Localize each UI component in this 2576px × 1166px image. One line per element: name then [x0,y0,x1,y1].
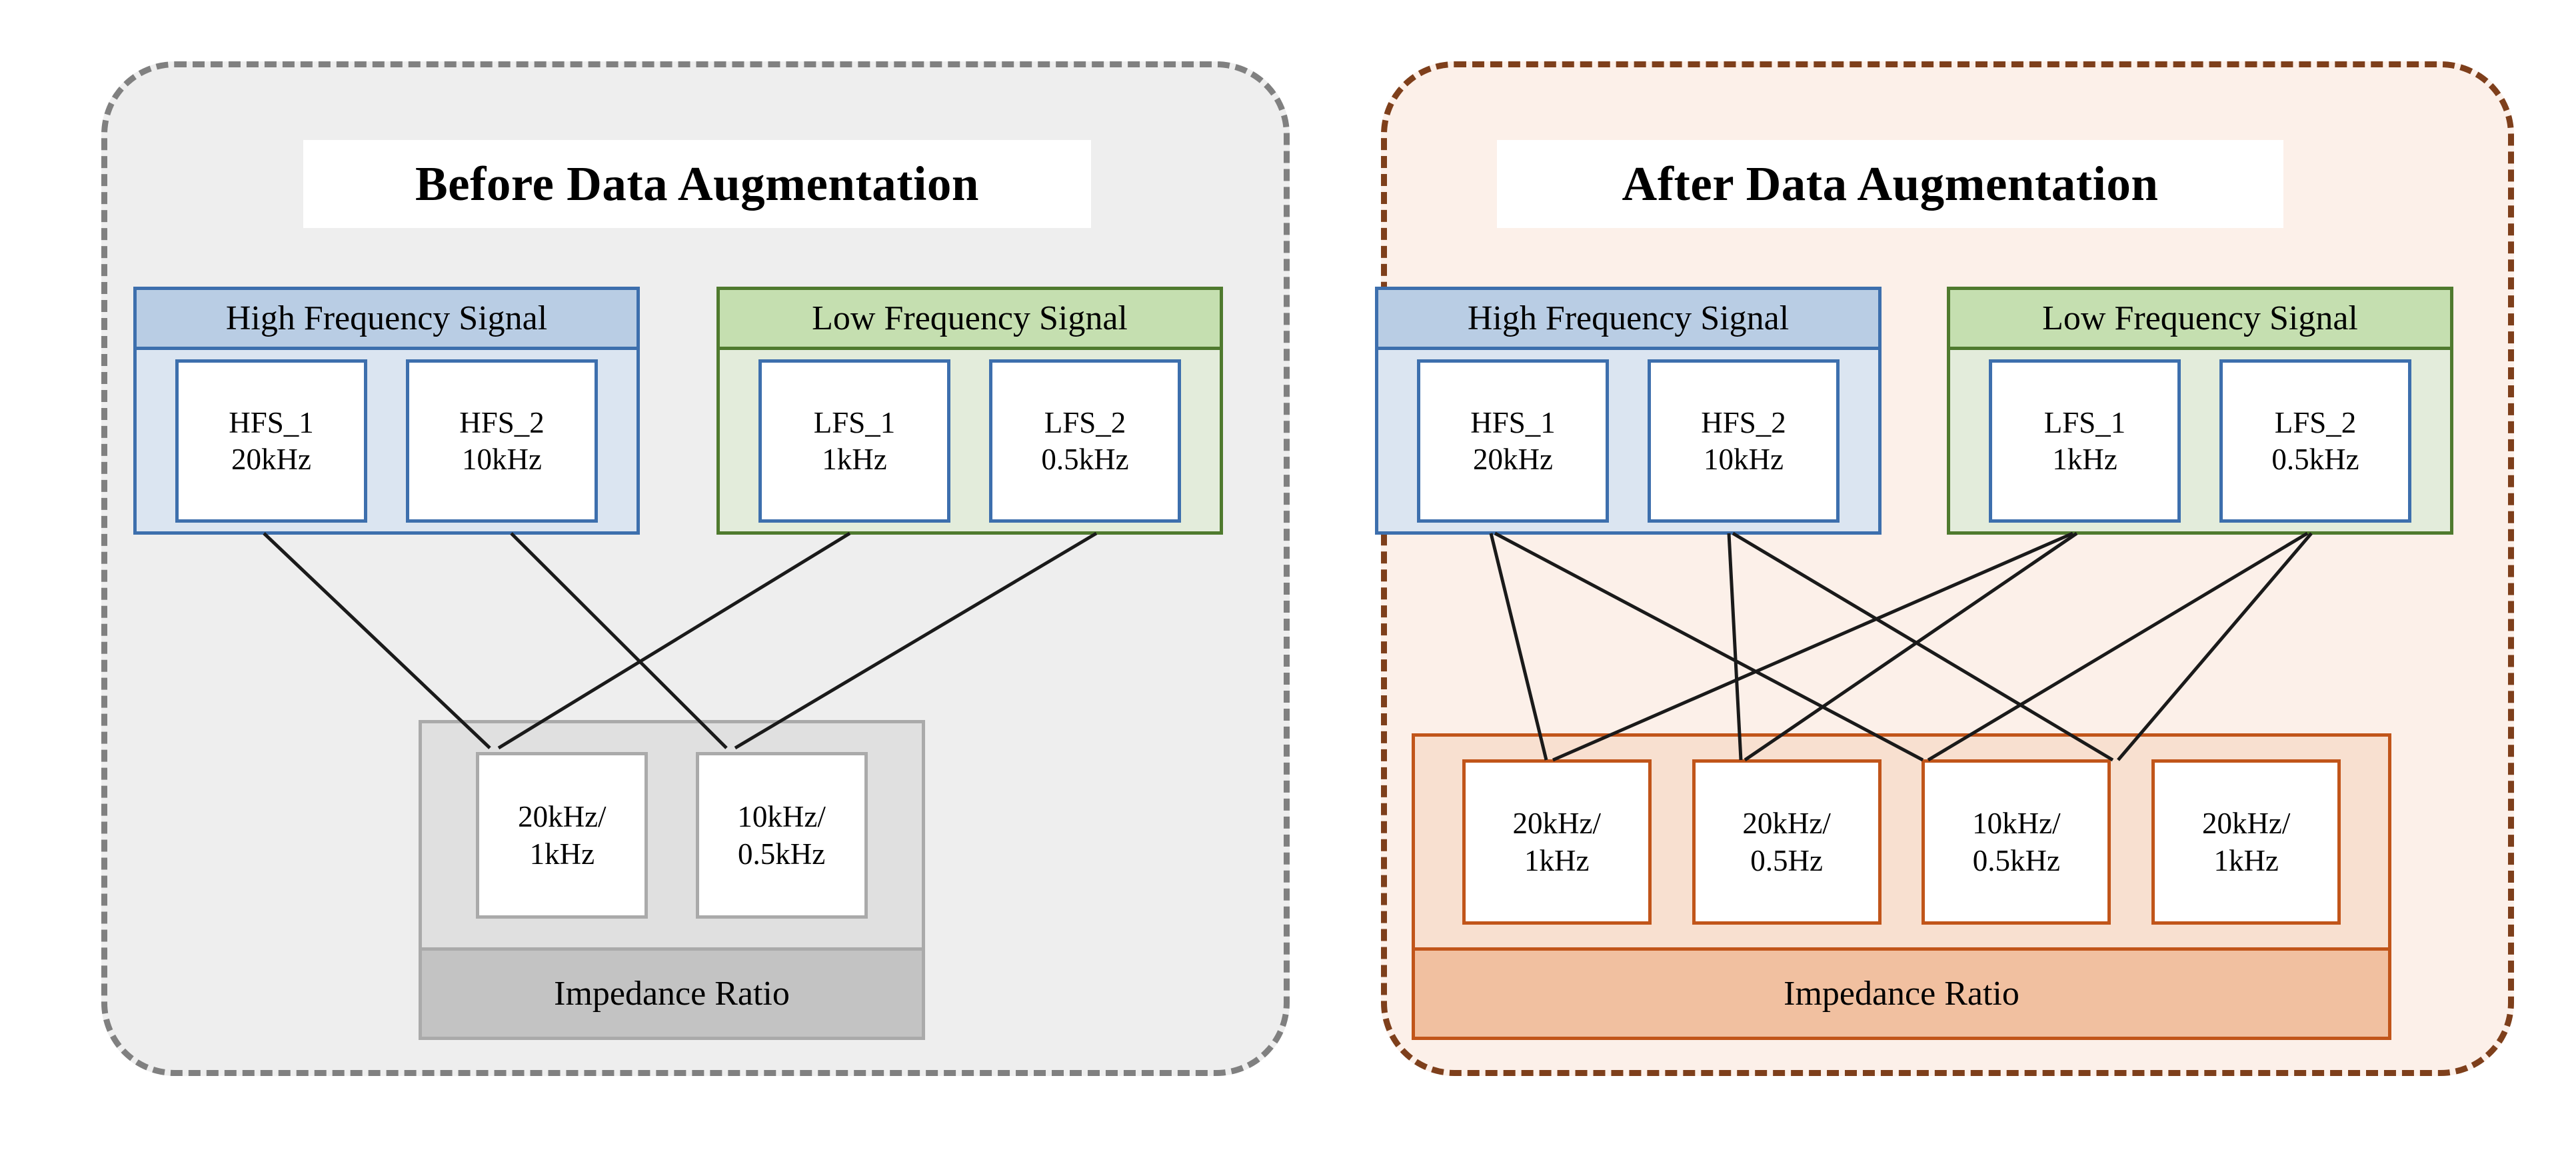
signal-card-lfs-2: LFS_2 0.5kHz [989,359,1181,523]
impedance-ratio-container-before: 20kHz/ 1kHz 10kHz/ 0.5kHz Impedance Rati… [419,720,925,1040]
ratio-denominator: 0.5Hz [1750,844,1823,877]
group-header-label: Low Frequency Signal [1950,290,2450,350]
impedance-ratio-cards: 20kHz/ 1kHz 10kHz/ 0.5kHz [422,723,922,947]
signal-value: 1kHz [822,442,887,476]
group-items: LFS_1 1kHz LFS_2 0.5kHz [1950,350,2450,531]
ratio-numerator: 20kHz/ [1512,806,1602,840]
signal-name: HFS_2 [1701,405,1786,439]
ratio-card-1: 20kHz/ 1kHz [476,752,648,919]
ratio-denominator: 0.5kHz [1972,844,2060,877]
signal-card-hfs-2: HFS_2 10kHz [406,359,598,523]
ratio-denominator: 1kHz [529,837,595,871]
ratio-numerator: 20kHz/ [2201,806,2291,840]
ratio-numerator: 20kHz/ [1742,806,1831,840]
signal-value: 20kHz [1473,442,1553,476]
signal-card-lfs-2: LFS_2 0.5kHz [2219,359,2411,523]
ratio-card-1: 20kHz/ 1kHz [1462,759,1652,925]
signal-value: 10kHz [462,442,542,476]
group-items: HFS_1 20kHz HFS_2 10kHz [1378,350,1878,531]
impedance-ratio-container-after: 20kHz/ 1kHz 20kHz/ 0.5Hz 10kHz/ 0.5kHz 2… [1412,733,2391,1040]
ratio-card-3: 10kHz/ 0.5kHz [1922,759,2111,925]
ratio-denominator: 1kHz [1524,844,1590,877]
signal-name: LFS_1 [813,405,896,439]
group-items: LFS_1 1kHz LFS_2 0.5kHz [720,350,1220,531]
signal-name: LFS_2 [2274,405,2357,439]
group-items: HFS_1 20kHz HFS_2 10kHz [137,350,637,531]
group-header-label: Low Frequency Signal [720,290,1220,350]
group-low-frequency-signal-after: Low Frequency Signal LFS_1 1kHz LFS_2 0.… [1947,287,2453,535]
signal-card-lfs-1: LFS_1 1kHz [758,359,950,523]
signal-value: 0.5kHz [2271,442,2359,476]
signal-card-lfs-1: LFS_1 1kHz [1989,359,2181,523]
signal-card-hfs-1: HFS_1 20kHz [1417,359,1609,523]
group-header-label: High Frequency Signal [137,290,637,350]
ratio-denominator: 1kHz [2213,844,2279,877]
group-high-frequency-signal-after: High Frequency Signal HFS_1 20kHz HFS_2 … [1375,287,1882,535]
panel-title-after: After Data Augmentation [1497,140,2283,228]
impedance-ratio-label: Impedance Ratio [1415,947,2388,1037]
signal-name: HFS_2 [459,405,545,439]
signal-name: HFS_1 [229,405,314,439]
ratio-denominator: 0.5kHz [738,837,826,871]
group-low-frequency-signal-before: Low Frequency Signal LFS_1 1kHz LFS_2 0.… [716,287,1223,535]
ratio-numerator: 20kHz/ [518,799,607,833]
signal-card-hfs-1: HFS_1 20kHz [175,359,367,523]
signal-name: LFS_2 [1044,405,1126,439]
ratio-numerator: 10kHz/ [737,799,826,833]
ratio-card-2: 10kHz/ 0.5kHz [695,752,868,919]
ratio-card-2: 20kHz/ 0.5Hz [1692,759,1882,925]
signal-value: 10kHz [1704,442,1784,476]
signal-name: HFS_1 [1470,405,1556,439]
impedance-ratio-label: Impedance Ratio [422,947,922,1037]
signal-value: 20kHz [231,442,311,476]
ratio-numerator: 10kHz/ [1972,806,2061,840]
impedance-ratio-cards: 20kHz/ 1kHz 20kHz/ 0.5Hz 10kHz/ 0.5kHz 2… [1415,737,2388,947]
group-header-label: High Frequency Signal [1378,290,1878,350]
ratio-card-4: 20kHz/ 1kHz [2151,759,2341,925]
panel-title-before: Before Data Augmentation [303,140,1091,228]
signal-value: 0.5kHz [1041,442,1129,476]
signal-card-hfs-2: HFS_2 10kHz [1648,359,1840,523]
group-high-frequency-signal-before: High Frequency Signal HFS_1 20kHz HFS_2 … [133,287,640,535]
signal-value: 1kHz [2052,442,2117,476]
signal-name: LFS_1 [2043,405,2126,439]
